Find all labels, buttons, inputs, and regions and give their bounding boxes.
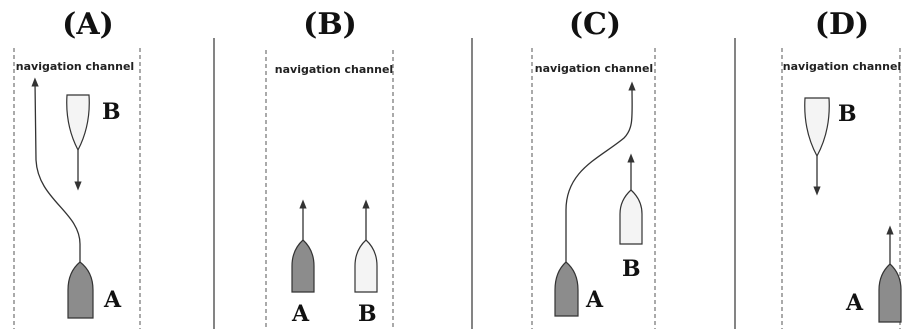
panel-d-vessel-b (804, 97, 830, 158)
panel-c: (C) navigation channel A B (531, 7, 656, 329)
panel-c-vessel-a (554, 261, 579, 317)
panel-a-vessel-b-label: B (102, 99, 121, 125)
panel-c-channel-label: navigation channel (535, 62, 653, 75)
panel-b: (B) navigation channel A B (265, 7, 394, 329)
panel-b-title: (B) (303, 7, 357, 42)
panel-d-vessel-a-label: A (845, 290, 864, 316)
panel-b-channel-label: navigation channel (275, 63, 393, 76)
panel-b-vessel-b (354, 239, 378, 293)
panel-d-vessel-a (878, 263, 902, 323)
panel-a-vessel-a-label: A (103, 287, 122, 313)
panel-c-vessel-b (619, 189, 643, 245)
panel-c-vessel-a-label: A (585, 287, 604, 313)
panel-a-title: (A) (62, 7, 114, 42)
panel-d-title: (D) (815, 7, 869, 42)
panel-c-vessel-b-label: B (622, 256, 641, 282)
panel-d-channel-label: navigation channel (783, 60, 901, 73)
panel-d-vessel-b-label: B (838, 101, 857, 127)
panel-b-vessel-a-label: A (291, 301, 310, 327)
panel-a-channel-label: navigation channel (16, 60, 134, 73)
panel-a: (A) navigation channel B A (13, 7, 141, 329)
panel-b-vessel-b-label: B (358, 301, 377, 327)
panel-b-vessel-a (291, 239, 315, 293)
panel-c-vessel-a-track (565, 81, 636, 262)
panel-a-vessel-a-track (31, 77, 81, 262)
panel-a-vessel-a (67, 261, 94, 319)
panel-a-vessel-b (66, 94, 90, 152)
panel-c-title: (C) (569, 7, 621, 42)
panel-d: (D) navigation channel B A (781, 7, 902, 329)
